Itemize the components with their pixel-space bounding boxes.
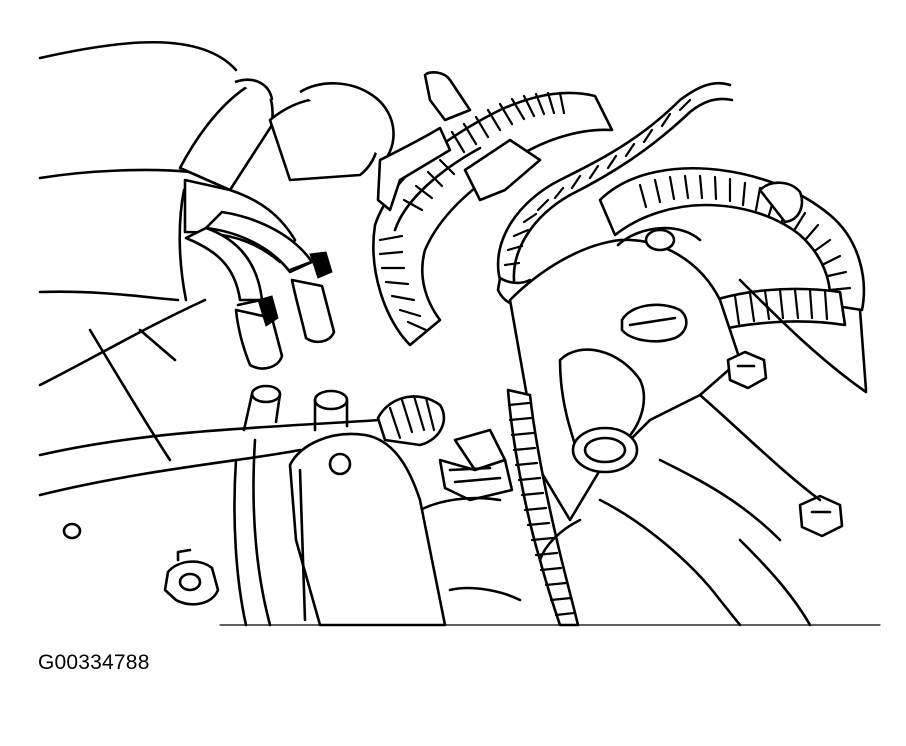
lower-valve-body [376,394,812,627]
intake-plenum-housing [233,432,447,627]
bolt-head-lower [798,494,844,538]
heater-hose-pair [184,210,349,432]
chassis-rail [616,226,868,502]
mounting-hole [62,522,82,540]
harness-bracket [376,70,542,212]
hose-clamp-right [288,251,333,279]
hose-clamp-left [236,295,279,327]
wiring-branch-loop [496,81,734,307]
sensor-mount-plate [508,238,742,522]
firewall-panel [38,40,382,497]
lower-stud-bracket [163,548,220,606]
electrical-connector [418,428,514,512]
vertical-wire-conduit [506,388,580,627]
figure-id-label: G00334788 [38,651,150,674]
bolt-head-upper [726,350,768,390]
